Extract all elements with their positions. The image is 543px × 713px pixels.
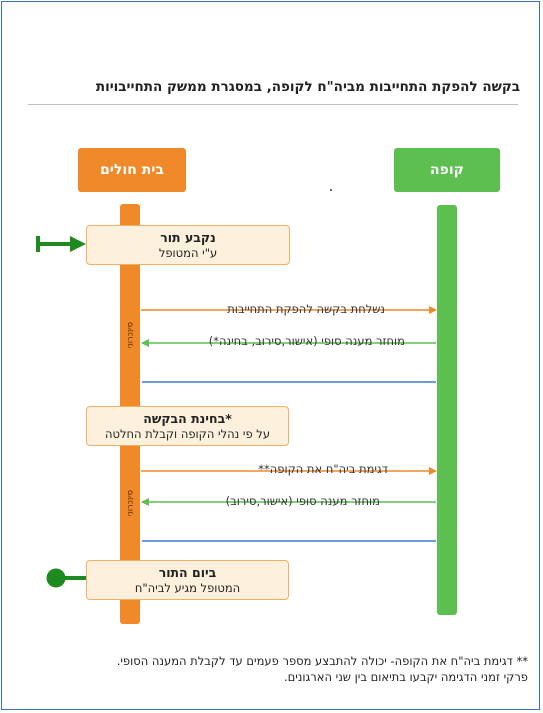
box-appointment-title: נקבע תור	[160, 230, 216, 245]
diagram-title: בקשה להפקת התחייבות מביה"ח לקופה, במסגרת…	[95, 79, 520, 95]
lane-header-hospital: בית חולים	[78, 148, 186, 192]
message-sample: דגימת ביה"ח את הקופה**	[258, 462, 388, 476]
title-divider	[28, 104, 518, 105]
box-day-title: ביום התור	[158, 565, 217, 580]
box-review: *בחינת הבקשה על פי נהלי הקופה וקבלת החלט…	[86, 406, 289, 446]
footnote: ** דגימת ביה"ח את הקופה- יכולה להתבצע מס…	[0, 653, 528, 686]
message-request: נשלחת בקשה להפקת התחייבות	[227, 302, 385, 316]
lifeline-fund	[437, 205, 457, 615]
end-circle-icon	[46, 568, 88, 588]
stray-dot	[330, 189, 332, 191]
start-arrow-icon	[36, 236, 86, 252]
lane-header-fund: קופה	[394, 148, 500, 192]
box-appointment-day: ביום התור המטופל מגיע לביה"ח	[86, 560, 289, 600]
box-appointment-subtitle: ע"י המטופל	[158, 245, 218, 260]
box-day-subtitle: המטופל מגיע לביה"ח	[134, 580, 241, 595]
footnote-line-2: פרקי זמני הדגימה יקבעו בתיאום בין שני הא…	[283, 670, 528, 685]
footnote-line-1: ** דגימת ביה"ח את הקופה- יכולה להתבצע מס…	[116, 654, 528, 668]
message-response-2: מוחזר מענה סופי (אישור,סירוב)	[225, 494, 380, 508]
box-review-title: *בחינת הבקשה	[143, 411, 232, 426]
box-appointment: נקבע תור ע"י המטופל	[86, 225, 290, 265]
box-review-subtitle: על פי נהלי הקופה וקבלת החלטה	[104, 426, 271, 441]
message-response-1: מוחזר מענה סופי (אישור,סירוב, בחינה*)	[208, 334, 405, 348]
